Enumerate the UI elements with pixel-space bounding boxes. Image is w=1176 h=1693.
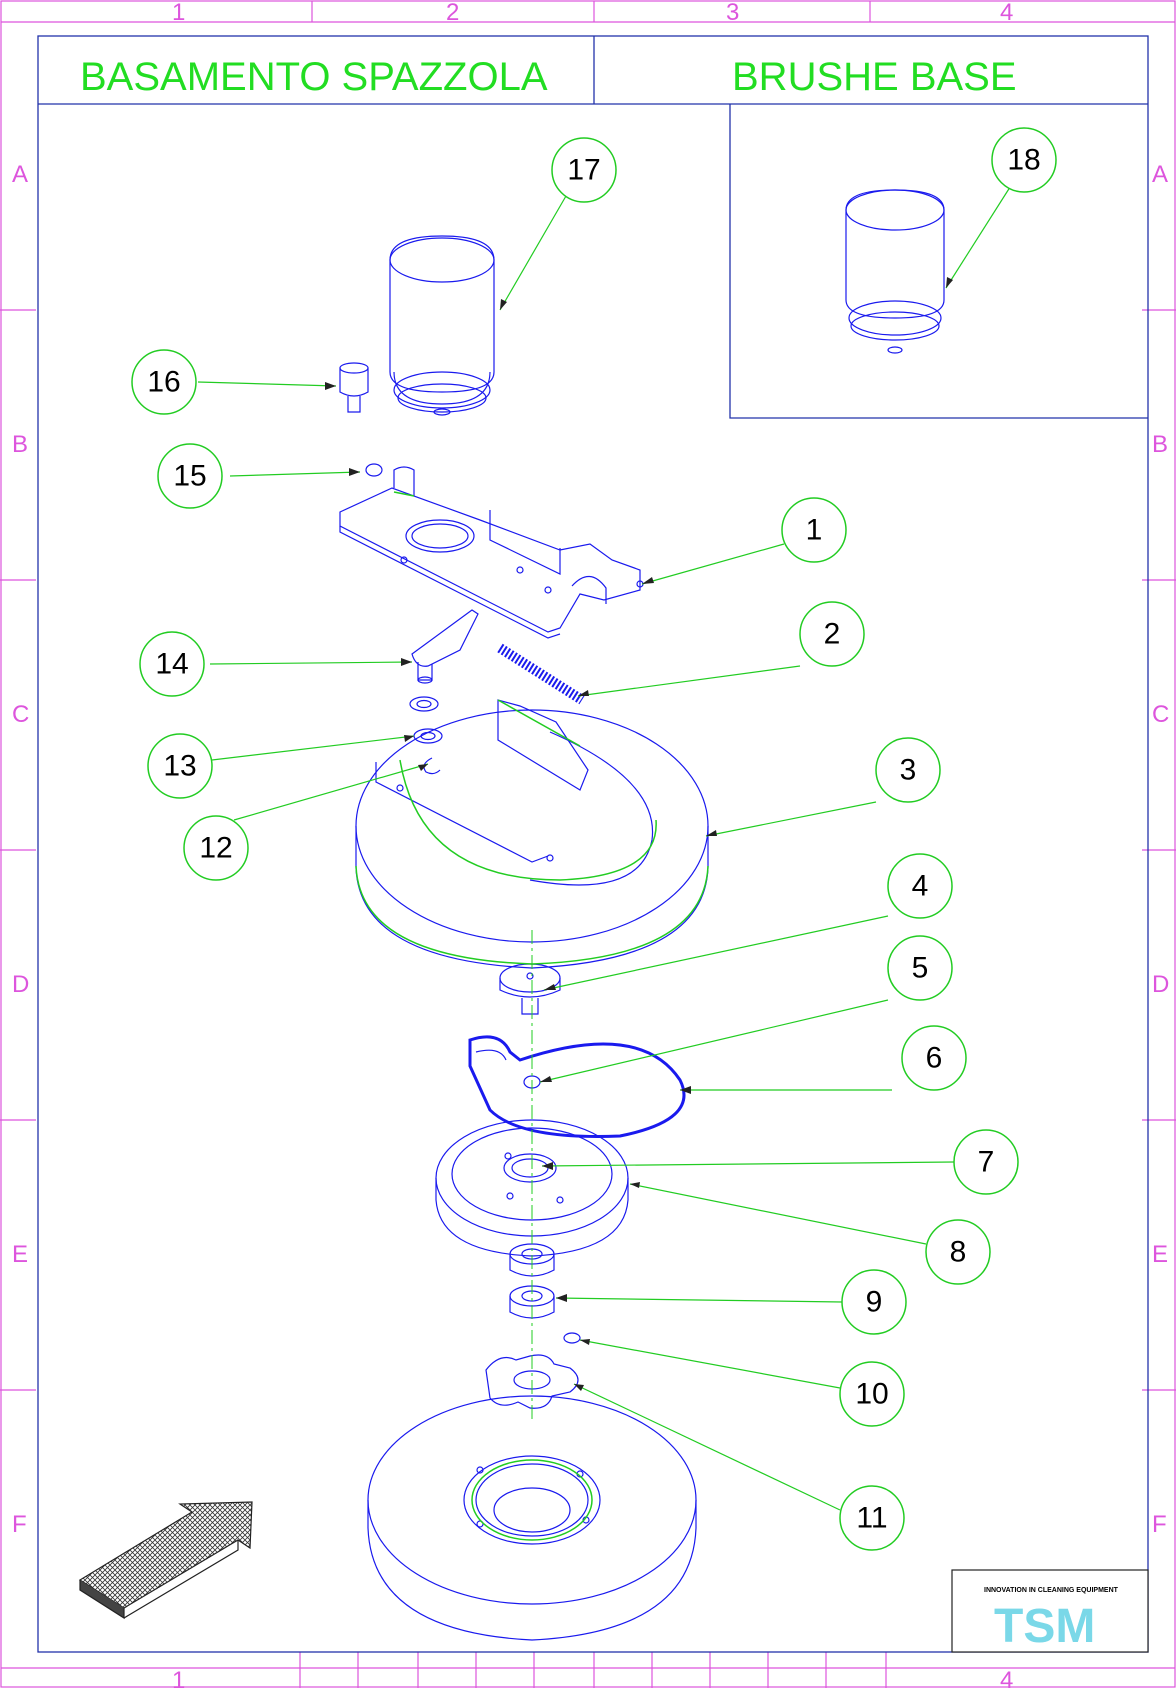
balloon-12: 12 xyxy=(199,832,232,865)
grid-row-e-right: E xyxy=(1152,1241,1168,1268)
balloon-9: 9 xyxy=(866,1286,883,1319)
part-motor xyxy=(389,235,495,416)
title-italian: BASAMENTO SPAZZOLA xyxy=(80,55,548,99)
part-spring xyxy=(497,643,585,705)
part-brush-disc xyxy=(367,1395,697,1641)
part-motor-alt xyxy=(845,189,945,354)
part-belt xyxy=(468,1035,686,1138)
balloon-circles xyxy=(131,127,1057,1551)
part-lever xyxy=(411,609,479,684)
grid-col-3: 3 xyxy=(726,0,739,26)
leader-lines xyxy=(197,183,1013,1511)
balloon-2: 2 xyxy=(824,618,841,651)
part-highlights xyxy=(355,491,709,1541)
balloon-6: 6 xyxy=(926,1042,943,1075)
balloon-15: 15 xyxy=(173,460,206,493)
orientation-arrow-icon xyxy=(78,1501,253,1620)
balloon-10: 10 xyxy=(855,1378,888,1411)
part-bracket-plate xyxy=(339,466,644,639)
grid-row-b: B xyxy=(12,431,28,458)
grid-row-f: F xyxy=(12,1511,27,1538)
balloon-16: 16 xyxy=(147,366,180,399)
grid-col-1: 1 xyxy=(172,0,185,26)
part-washers xyxy=(409,696,443,744)
grid-row-d-right: D xyxy=(1152,971,1169,998)
part-pin xyxy=(339,362,369,413)
balloon-8: 8 xyxy=(950,1236,967,1269)
grid-col-1-bottom: 1 xyxy=(172,1667,185,1688)
logo-text: TSM xyxy=(994,1600,1095,1653)
grid-row-c: C xyxy=(12,701,29,728)
balloon-14: 14 xyxy=(155,648,188,681)
balloon-11: 11 xyxy=(856,1502,887,1535)
balloon-4: 4 xyxy=(912,870,929,903)
balloon-5: 5 xyxy=(912,952,929,985)
grid-row-a: A xyxy=(12,161,28,188)
balloon-17: 17 xyxy=(567,154,600,187)
balloon-18: 18 xyxy=(1007,144,1040,177)
grid-row-b-right: B xyxy=(1152,431,1168,458)
grid-col-2: 2 xyxy=(446,0,459,26)
grid-row-f-right: F xyxy=(1152,1511,1167,1538)
drawing-border xyxy=(37,35,1149,1653)
part-bushing xyxy=(365,463,383,477)
balloon-13: 13 xyxy=(163,750,196,783)
leader-arrowheads xyxy=(325,277,953,1391)
balloon-labels: 1 2 3 4 5 6 7 8 9 10 11 12 13 14 15 16 1… xyxy=(147,144,1040,1535)
title-english: BRUSHE BASE xyxy=(732,55,1017,99)
grid-row-e: E xyxy=(12,1241,28,1268)
balloon-7: 7 xyxy=(978,1146,995,1179)
logo-tagline: INNOVATION IN CLEANING EQUIPMENT xyxy=(984,1587,1119,1594)
company-logo: INNOVATION IN CLEANING EQUIPMENT TSM xyxy=(951,1569,1149,1653)
balloon-3: 3 xyxy=(900,754,917,787)
grid-row-a-right: A xyxy=(1152,161,1168,188)
grid-row-c-right: C xyxy=(1152,701,1169,728)
grid-col-4: 4 xyxy=(1000,0,1013,26)
part-circlip xyxy=(423,757,441,775)
grid-row-d: D xyxy=(12,971,29,998)
grid-col-4-bottom: 4 xyxy=(1000,1667,1013,1688)
part-nut xyxy=(563,1332,581,1344)
balloon-1: 1 xyxy=(806,514,823,547)
